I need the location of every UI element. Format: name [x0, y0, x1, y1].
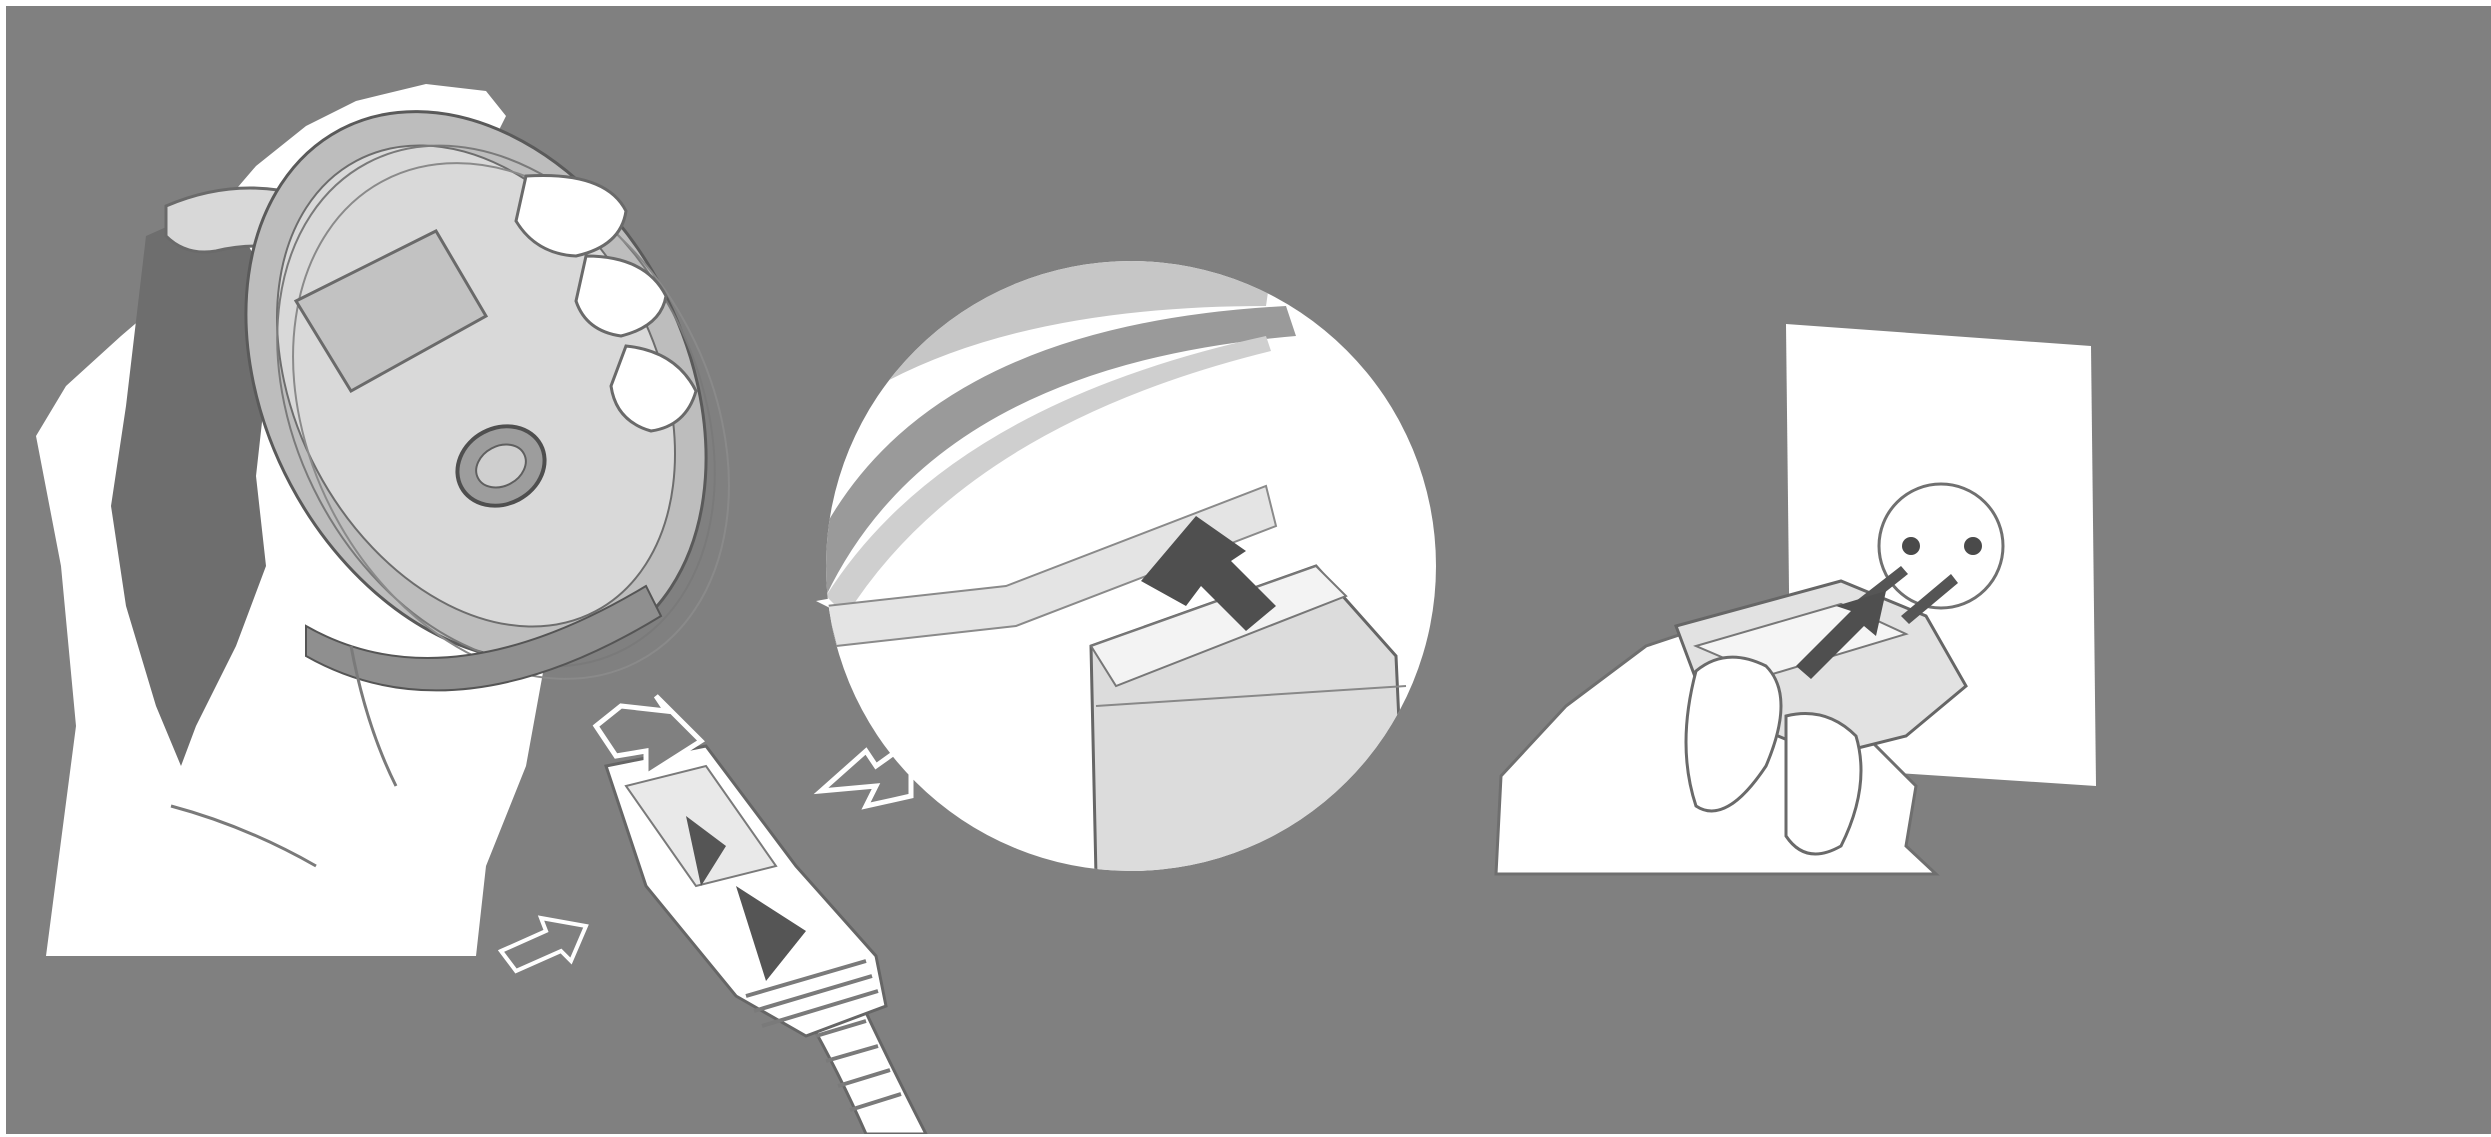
- illustration-canvas: [6, 6, 2491, 1134]
- socket-hole-right: [1964, 537, 1982, 555]
- illustration-panel: [6, 6, 2491, 1134]
- socket-hole-left: [1902, 537, 1920, 555]
